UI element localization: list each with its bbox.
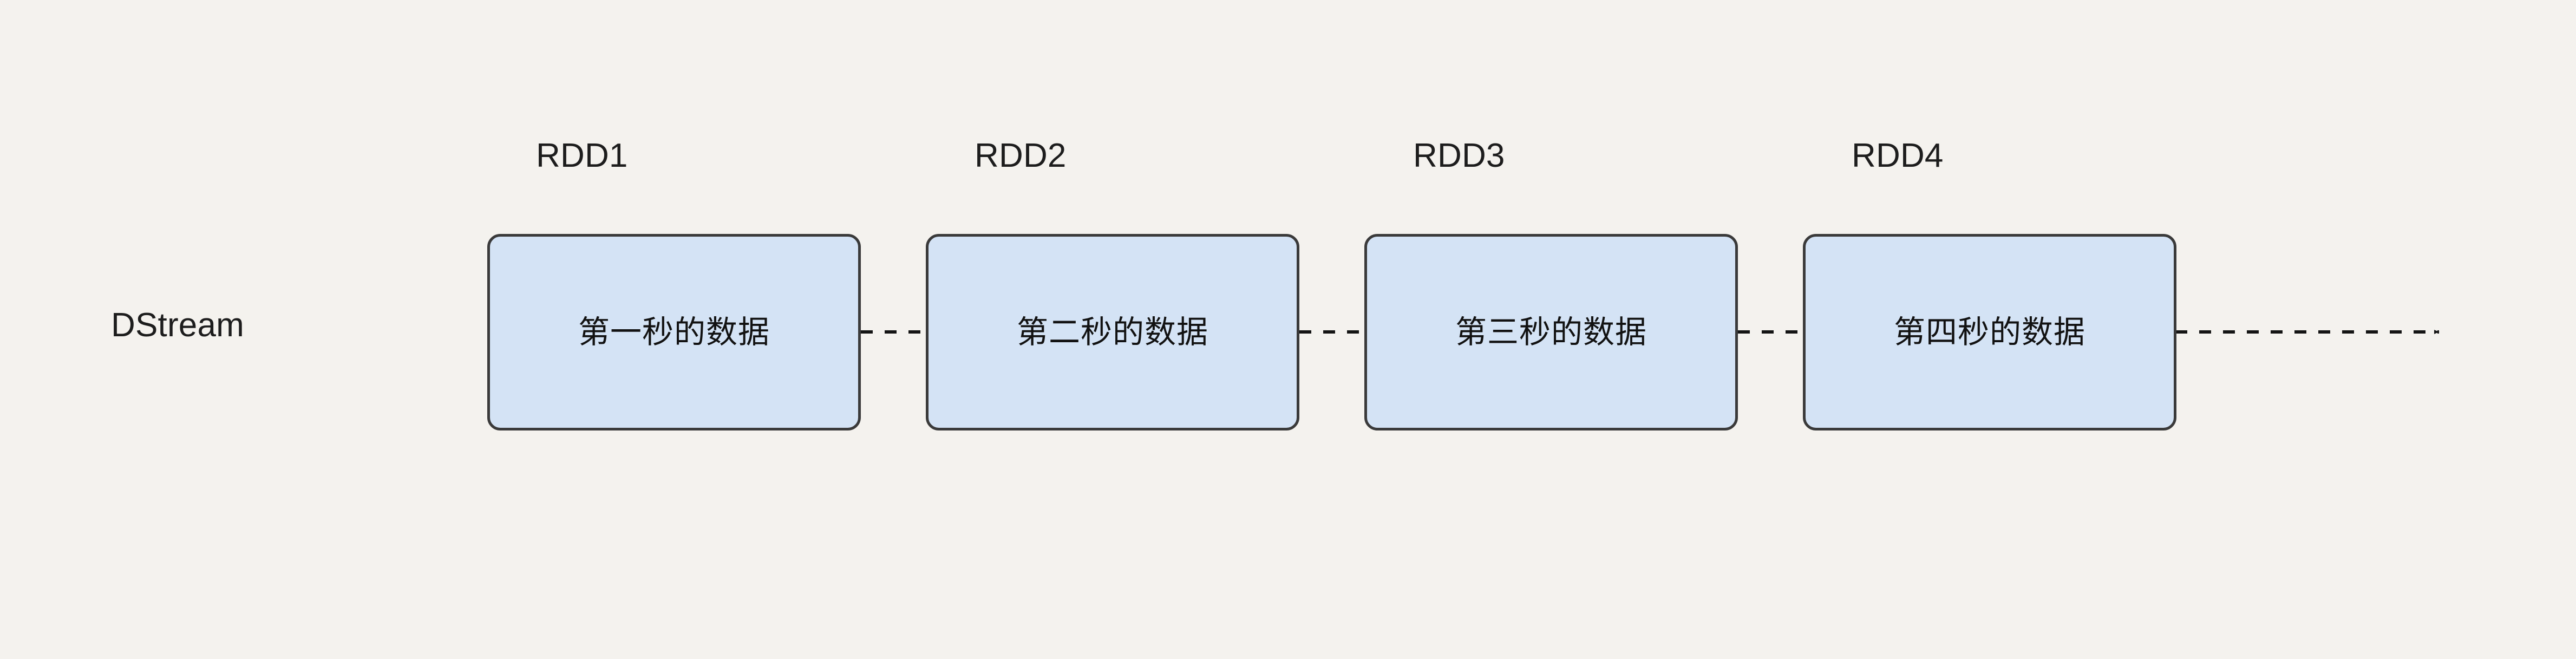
rdd-caption-3: RDD3 xyxy=(1413,137,1505,174)
dstream-row-label: DStream xyxy=(111,306,245,344)
rdd-box-1[interactable]: 第一秒的数据 xyxy=(487,234,861,430)
rdd-box-3-label: 第三秒的数据 xyxy=(1455,314,1647,350)
rdd-caption-2: RDD2 xyxy=(975,137,1067,174)
rdd-caption-1: RDD1 xyxy=(536,137,628,174)
rdd-box-2-label: 第二秒的数据 xyxy=(1016,314,1208,350)
rdd-caption-4: RDD4 xyxy=(1852,137,1944,174)
rdd-box-1-label: 第一秒的数据 xyxy=(578,314,770,350)
rdd-box-3[interactable]: 第三秒的数据 xyxy=(1364,234,1738,430)
rdd-box-4-label: 第四秒的数据 xyxy=(1893,314,2085,350)
rdd-box-2[interactable]: 第二秒的数据 xyxy=(926,234,1299,430)
rdd-box-4[interactable]: 第四秒的数据 xyxy=(1803,234,2176,430)
